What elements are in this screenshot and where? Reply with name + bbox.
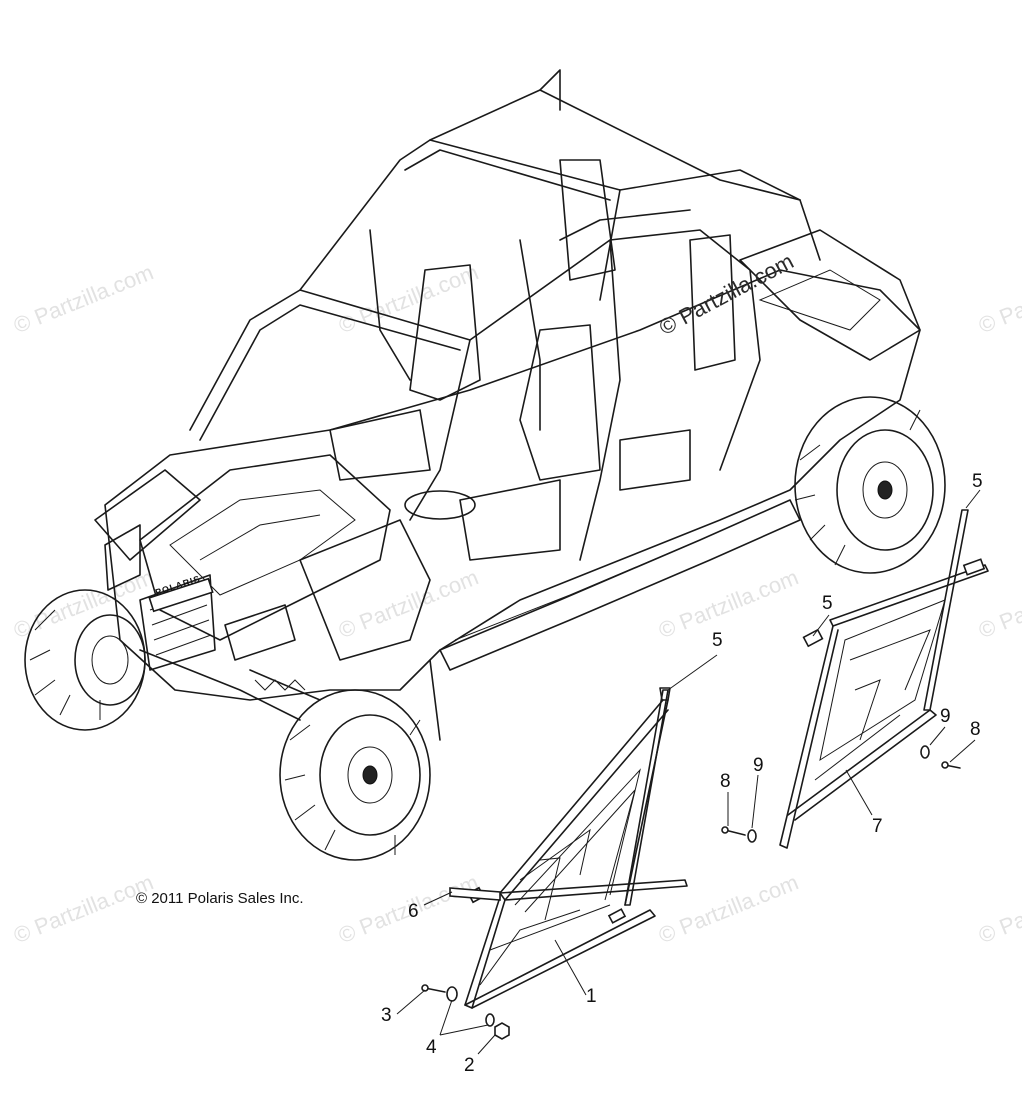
door-net-part-7: [779, 509, 989, 849]
callout-1: 1: [586, 986, 597, 1007]
callout-5: 5: [712, 630, 723, 651]
callout-8: 8: [970, 719, 981, 740]
callout-5: 5: [822, 593, 833, 614]
callout-4: 4: [426, 1037, 437, 1058]
callout-9: 9: [753, 755, 764, 776]
callout-5: 5: [972, 471, 983, 492]
callout-9: 9: [940, 706, 951, 727]
door-net-part-1: [464, 689, 688, 1009]
callout-8: 8: [720, 771, 731, 792]
leader-lines: [396, 489, 981, 1055]
copyright-notice: © 2011 Polaris Sales Inc.: [136, 890, 304, 907]
callout-6: 6: [408, 901, 419, 922]
callout-7: 7: [872, 816, 883, 837]
vehicle-illustration: [24, 69, 946, 861]
callout-3: 3: [381, 1005, 392, 1026]
callout-2: 2: [464, 1055, 475, 1076]
